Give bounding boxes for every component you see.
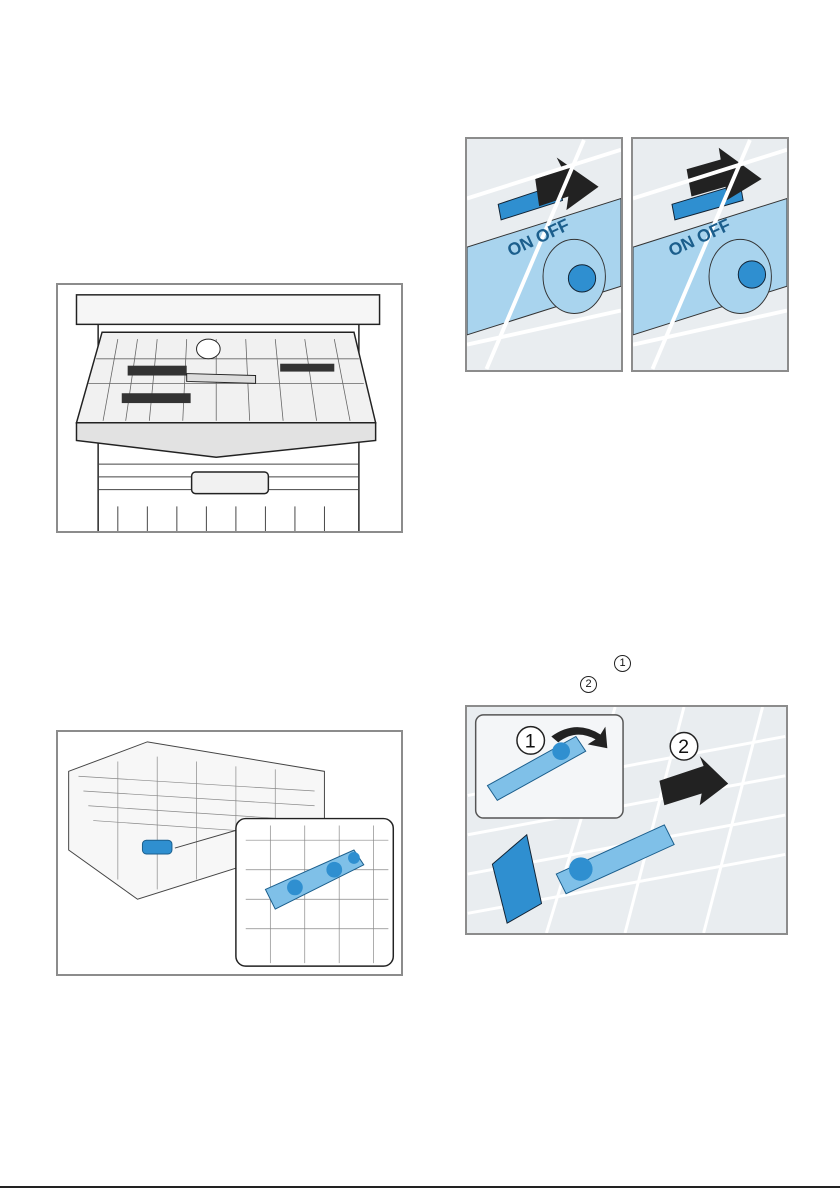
- step-marker-2: 2: [580, 676, 597, 693]
- lower-basket-illustration: [58, 732, 401, 974]
- switch-on-illustration: ON OFF: [467, 139, 621, 370]
- figure-switch-off: ON OFF: [631, 137, 789, 372]
- figure-switch-on: ON OFF: [465, 137, 623, 372]
- step-label-2: 2: [678, 736, 689, 758]
- switch-off-illustration: ON OFF: [633, 139, 787, 370]
- page-bottom-rule: [0, 1186, 840, 1188]
- step-marker-1: 1: [614, 655, 631, 672]
- step-label-1: 1: [525, 730, 536, 752]
- steps-illustration: 1 2: [467, 707, 786, 933]
- figure-cutlery-drawer: [56, 283, 403, 533]
- cutlery-drawer-illustration: [58, 285, 401, 531]
- figure-steps: 1 2: [465, 705, 788, 935]
- figure-lower-basket: [56, 730, 403, 976]
